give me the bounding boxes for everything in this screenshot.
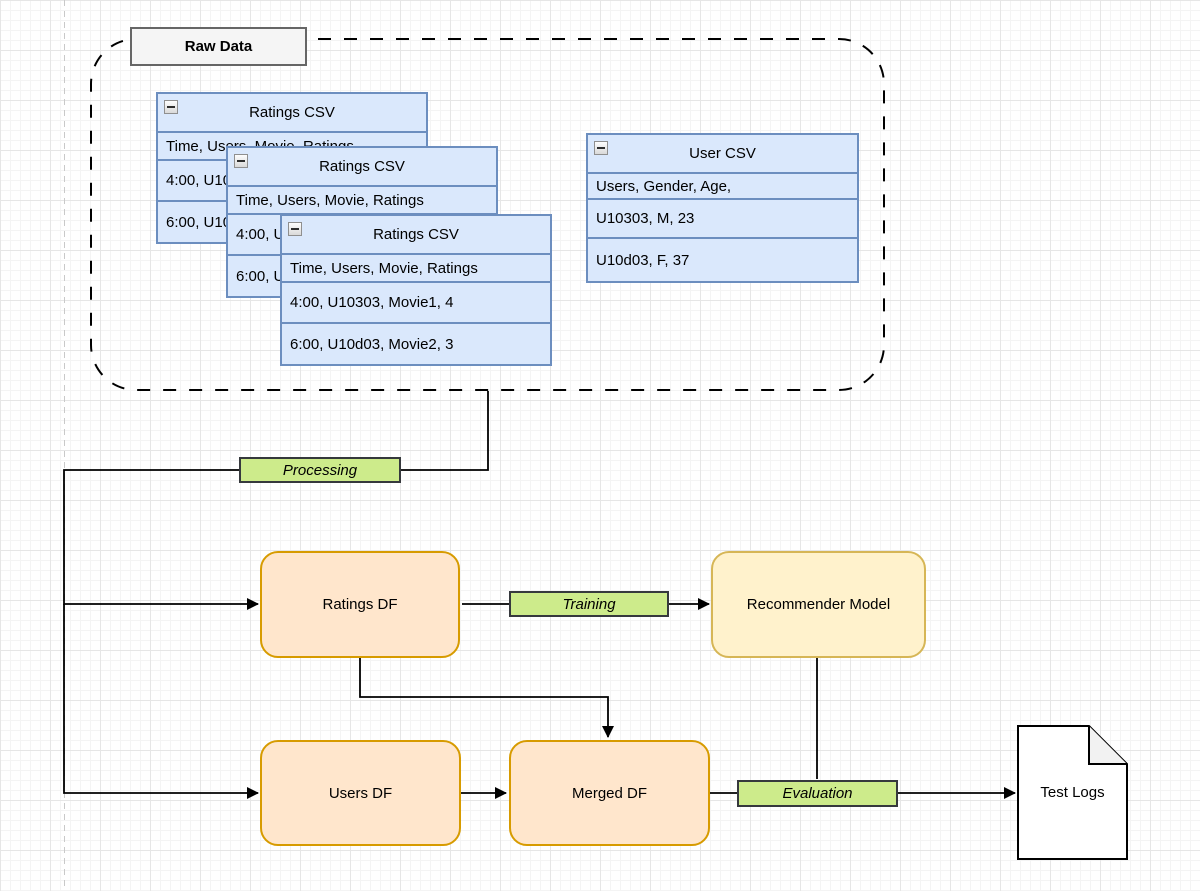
recommender-model-node: Recommender Model (711, 551, 926, 658)
ratings-csv-2-title: Ratings CSV (319, 158, 405, 175)
training-edge-label: Training (509, 591, 669, 617)
table-row: Time, Users, Movie, Ratings (282, 255, 550, 283)
ratings-csv-3-header: Ratings CSV (282, 216, 550, 255)
ratings-csv-3-row-2: 4:00, U10303, Movie1, 4 (290, 294, 454, 311)
test-logs-text: Test Logs (1040, 784, 1105, 801)
table-row: Time, Users, Movie, Ratings (228, 187, 496, 215)
raw-data-group-label: Raw Data (130, 27, 307, 66)
edge-rawdata-to-ratings-df (63, 391, 489, 610)
table-row: 6:00, U10d03, Movie2, 3 (282, 324, 550, 364)
evaluation-edge-label: Evaluation (737, 780, 898, 807)
merged-df-node-label: Merged DF (571, 784, 648, 802)
ratings-df-node-label: Ratings DF (322, 596, 398, 613)
user-csv-header: User CSV (588, 135, 857, 174)
processing-edge-label-text: Processing (282, 461, 358, 479)
user-csv-title: User CSV (689, 145, 756, 162)
collapse-icon (288, 222, 302, 236)
collapse-icon (234, 154, 248, 168)
collapse-icon (594, 141, 608, 155)
ratings-df-node: Ratings DF (260, 551, 460, 658)
edge-ratings-df-to-merged-df (359, 658, 614, 738)
ratings-csv-3-title: Ratings CSV (373, 226, 459, 243)
ratings-csv-1-header: Ratings CSV (158, 94, 426, 133)
user-csv-row-3: U10d03, F, 37 (596, 251, 690, 269)
table-row: U10d03, F, 37 (588, 239, 857, 281)
edge-rawdata-to-users-df (63, 604, 259, 799)
processing-edge-label: Processing (239, 457, 401, 483)
ratings-csv-3-row-1: Time, Users, Movie, Ratings (290, 259, 478, 277)
recommender-model-node-label: Recommender Model (746, 596, 891, 613)
collapse-icon (164, 100, 178, 114)
raw-data-group-label-text: Raw Data (184, 38, 253, 55)
users-df-node-label: Users DF (328, 784, 393, 802)
ratings-csv-1-title: Ratings CSV (249, 104, 335, 121)
ratings-csv-2-header: Ratings CSV (228, 148, 496, 187)
ratings-csv-2-row-1: Time, Users, Movie, Ratings (236, 191, 424, 209)
test-logs-fold-corner (1088, 726, 1127, 765)
training-edge-label-text: Training (562, 595, 616, 613)
user-csv-row-2: U10303, M, 23 (596, 210, 695, 227)
merged-df-node: Merged DF (509, 740, 710, 846)
table-row: U10303, M, 23 (588, 200, 857, 239)
user-csv-table: User CSV Users, Gender, Age, U10303, M, … (587, 134, 858, 282)
users-df-node: Users DF (260, 740, 461, 846)
ratings-csv-table-3: Ratings CSV Time, Users, Movie, Ratings … (281, 215, 551, 365)
evaluation-edge-label-text: Evaluation (782, 785, 853, 802)
table-row: Users, Gender, Age, (588, 174, 857, 200)
user-csv-row-1: Users, Gender, Age, (596, 177, 732, 195)
raw-data-group-border (90, 38, 885, 391)
ratings-csv-3-row-3: 6:00, U10d03, Movie2, 3 (290, 335, 454, 353)
table-row: 4:00, U10303, Movie1, 4 (282, 283, 550, 324)
test-logs-node-label: Test Logs (1018, 726, 1127, 859)
